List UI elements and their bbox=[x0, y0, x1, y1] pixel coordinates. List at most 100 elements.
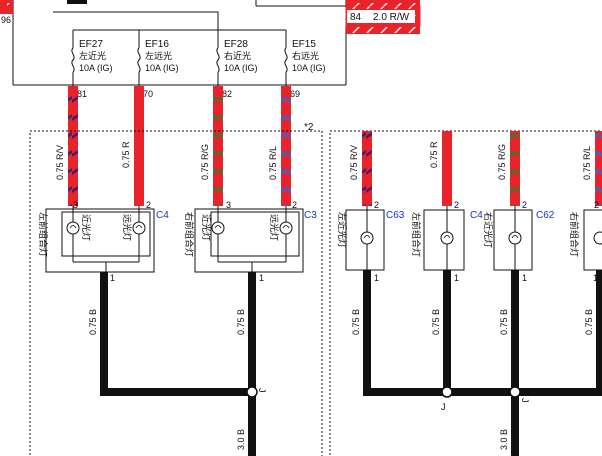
lamp2-connector: C3 bbox=[304, 210, 317, 221]
bulb-icon bbox=[508, 231, 522, 245]
ground-wire-lamp2 bbox=[248, 272, 256, 456]
fuse-ef28-name: 右近光 bbox=[224, 50, 251, 61]
ground-wire-lamp1 bbox=[100, 272, 108, 396]
bulb-icon bbox=[440, 231, 454, 245]
wire-rv-left bbox=[68, 86, 78, 206]
lamp1-assembly-name: 左前组合灯 bbox=[38, 212, 49, 257]
fuse-ef28-pin: 82 bbox=[222, 89, 232, 99]
lamp-c62-ground-pin: 1 bbox=[522, 273, 527, 283]
fuse-box-red-tab-stripe bbox=[7, 0, 13, 10]
fuse-box-black-tab bbox=[67, 0, 87, 4]
fuse-box-left-pin: 96 bbox=[1, 15, 11, 25]
splice-j-left-icon bbox=[246, 386, 258, 398]
fuse-ef16-pin: 70 bbox=[143, 89, 153, 99]
ground-label-main-2: 3.0 B bbox=[499, 429, 509, 450]
fuse-ef27: EF27 左近光 10A (IG) 81 bbox=[71, 30, 113, 99]
lamp-c4-connector: C4 bbox=[470, 210, 483, 221]
wire-rl-left bbox=[281, 86, 291, 206]
bulb-high-icon bbox=[279, 221, 293, 235]
lamp-c4-pin: 2 bbox=[454, 200, 459, 210]
lamp2-assembly-name: 右前组合灯 bbox=[184, 212, 195, 257]
fuse-ef27-name: 左近光 bbox=[79, 50, 106, 61]
bulb-high-icon bbox=[132, 221, 146, 235]
fuse-ef28-id: EF28 bbox=[224, 39, 248, 50]
fuse-ef27-rating: 10A (IG) bbox=[79, 63, 113, 73]
lamp-c4-name: 左前组合灯 bbox=[411, 212, 422, 257]
lamp1-label-low: 近光灯 bbox=[81, 214, 92, 241]
wire-label-8: 0.75 R/L bbox=[582, 146, 592, 180]
lamp-assembly-c3-right: 3 2 C3 右前组合灯 近光灯 远光灯 1 bbox=[184, 200, 317, 283]
lamp-c62-pin: 2 bbox=[522, 200, 527, 210]
wire-label-2: 0.75 R bbox=[121, 141, 131, 168]
ground-label-4: 0.75 B bbox=[431, 309, 441, 335]
lamp2-pin-high: 2 bbox=[292, 200, 297, 210]
splice-j-right-a-icon bbox=[441, 386, 453, 398]
lamp-c63-connector: C63 bbox=[386, 210, 405, 221]
fuse-ef15-name: 右远光 bbox=[292, 50, 319, 61]
right-variant-box bbox=[329, 130, 602, 456]
ground-label-1: 0.75 B bbox=[88, 309, 98, 335]
lamp2-label-low: 近光灯 bbox=[201, 214, 212, 241]
fuse-ef27-id: EF27 bbox=[79, 39, 103, 50]
fuse-ef15-rating: 10A (IG) bbox=[292, 63, 326, 73]
wire-label-4: 0.75 R/L bbox=[268, 146, 278, 180]
bulb-low-icon bbox=[211, 221, 225, 235]
lamp4-ground-pin: 1 bbox=[593, 273, 598, 283]
fuse-ef28: EF28 右近光 10A (IG) 82 bbox=[216, 22, 258, 99]
wire-label-3: 0.75 R/G bbox=[200, 144, 210, 180]
wire-r-left bbox=[134, 86, 144, 206]
bulb-icon bbox=[593, 231, 602, 245]
splice-j-right-b-icon bbox=[509, 386, 521, 398]
wire-label-5: 0.75 R/V bbox=[349, 145, 359, 180]
fuse-ef27-pin: 81 bbox=[77, 89, 87, 99]
wire-84-label: 2.0 R/W bbox=[373, 12, 410, 23]
fuse-ef16-id: EF16 bbox=[145, 39, 169, 50]
wire-84-pin: 84 bbox=[350, 12, 362, 23]
lamp-c63-ground-pin: 1 bbox=[374, 273, 379, 283]
wire-rg-right bbox=[510, 131, 520, 206]
left-variant-box bbox=[29, 130, 323, 456]
fuse-ef28-rating: 10A (IG) bbox=[224, 63, 258, 73]
ground-label-main-1: 3.0 B bbox=[236, 429, 246, 450]
ground-wire-c63 bbox=[363, 270, 371, 396]
fuse-ef16-name: 左远光 bbox=[145, 50, 172, 61]
ground-wire-c62 bbox=[511, 270, 519, 456]
lamp-c4-right: 2 C4 左前组合灯 1 bbox=[411, 200, 483, 283]
ground-wire-horizontal-right bbox=[363, 388, 602, 396]
fuse-box: 96 84 2.0 R/W EF27 左近光 10A (IG) 81 bbox=[0, 0, 602, 99]
ground-label-6: 0.75 B bbox=[584, 309, 594, 335]
ground-wire-right bbox=[596, 270, 602, 396]
wire-rl-right bbox=[595, 131, 602, 206]
lamp4-pin: 2 bbox=[594, 200, 599, 210]
bulb-icon bbox=[360, 231, 374, 245]
fuse-ef15-pin: 69 bbox=[290, 89, 300, 99]
ground-label-3: 0.75 B bbox=[351, 309, 361, 335]
lamp-c4-ground-pin: 1 bbox=[454, 273, 459, 283]
lamp-c63-name: 左近光灯 bbox=[337, 212, 348, 248]
lamp-c62-connector: C62 bbox=[536, 210, 555, 221]
wire-rg-left bbox=[213, 86, 223, 206]
lamp1-ground-pin: 1 bbox=[110, 273, 115, 283]
lamp2-pin-low: 3 bbox=[226, 200, 231, 210]
lamp4-name: 右前组合灯 bbox=[569, 212, 580, 257]
wire-84-label-bg bbox=[347, 10, 415, 23]
ground-label-5: 0.75 B bbox=[499, 309, 509, 335]
variant-mark: *2 bbox=[304, 122, 314, 133]
splice-j-right-a: J bbox=[441, 402, 446, 412]
splice-j-right-b: J bbox=[520, 398, 530, 403]
lamp-right-combination: 2 右前组合灯 1 bbox=[569, 200, 602, 283]
lamp1-pin-high: 2 bbox=[146, 200, 151, 210]
lamp1-pin-low: 3 bbox=[73, 200, 78, 210]
wire-rv-right bbox=[362, 131, 372, 206]
lamp-assembly-c4-left: 3 2 C4 左前组合灯 近光灯 远光灯 1 bbox=[38, 200, 169, 283]
fuse-ef15-id: EF15 bbox=[292, 39, 316, 50]
ground-wire-horizontal-left bbox=[100, 388, 252, 396]
wire-r-right bbox=[442, 131, 452, 206]
ground-wire-c4 bbox=[443, 270, 451, 396]
wire-label-7: 0.75 R/G bbox=[497, 144, 507, 180]
bulb-low-icon bbox=[66, 221, 80, 235]
lamp-c63-pin: 2 bbox=[374, 200, 379, 210]
ground-label-2: 0.75 B bbox=[236, 309, 246, 335]
